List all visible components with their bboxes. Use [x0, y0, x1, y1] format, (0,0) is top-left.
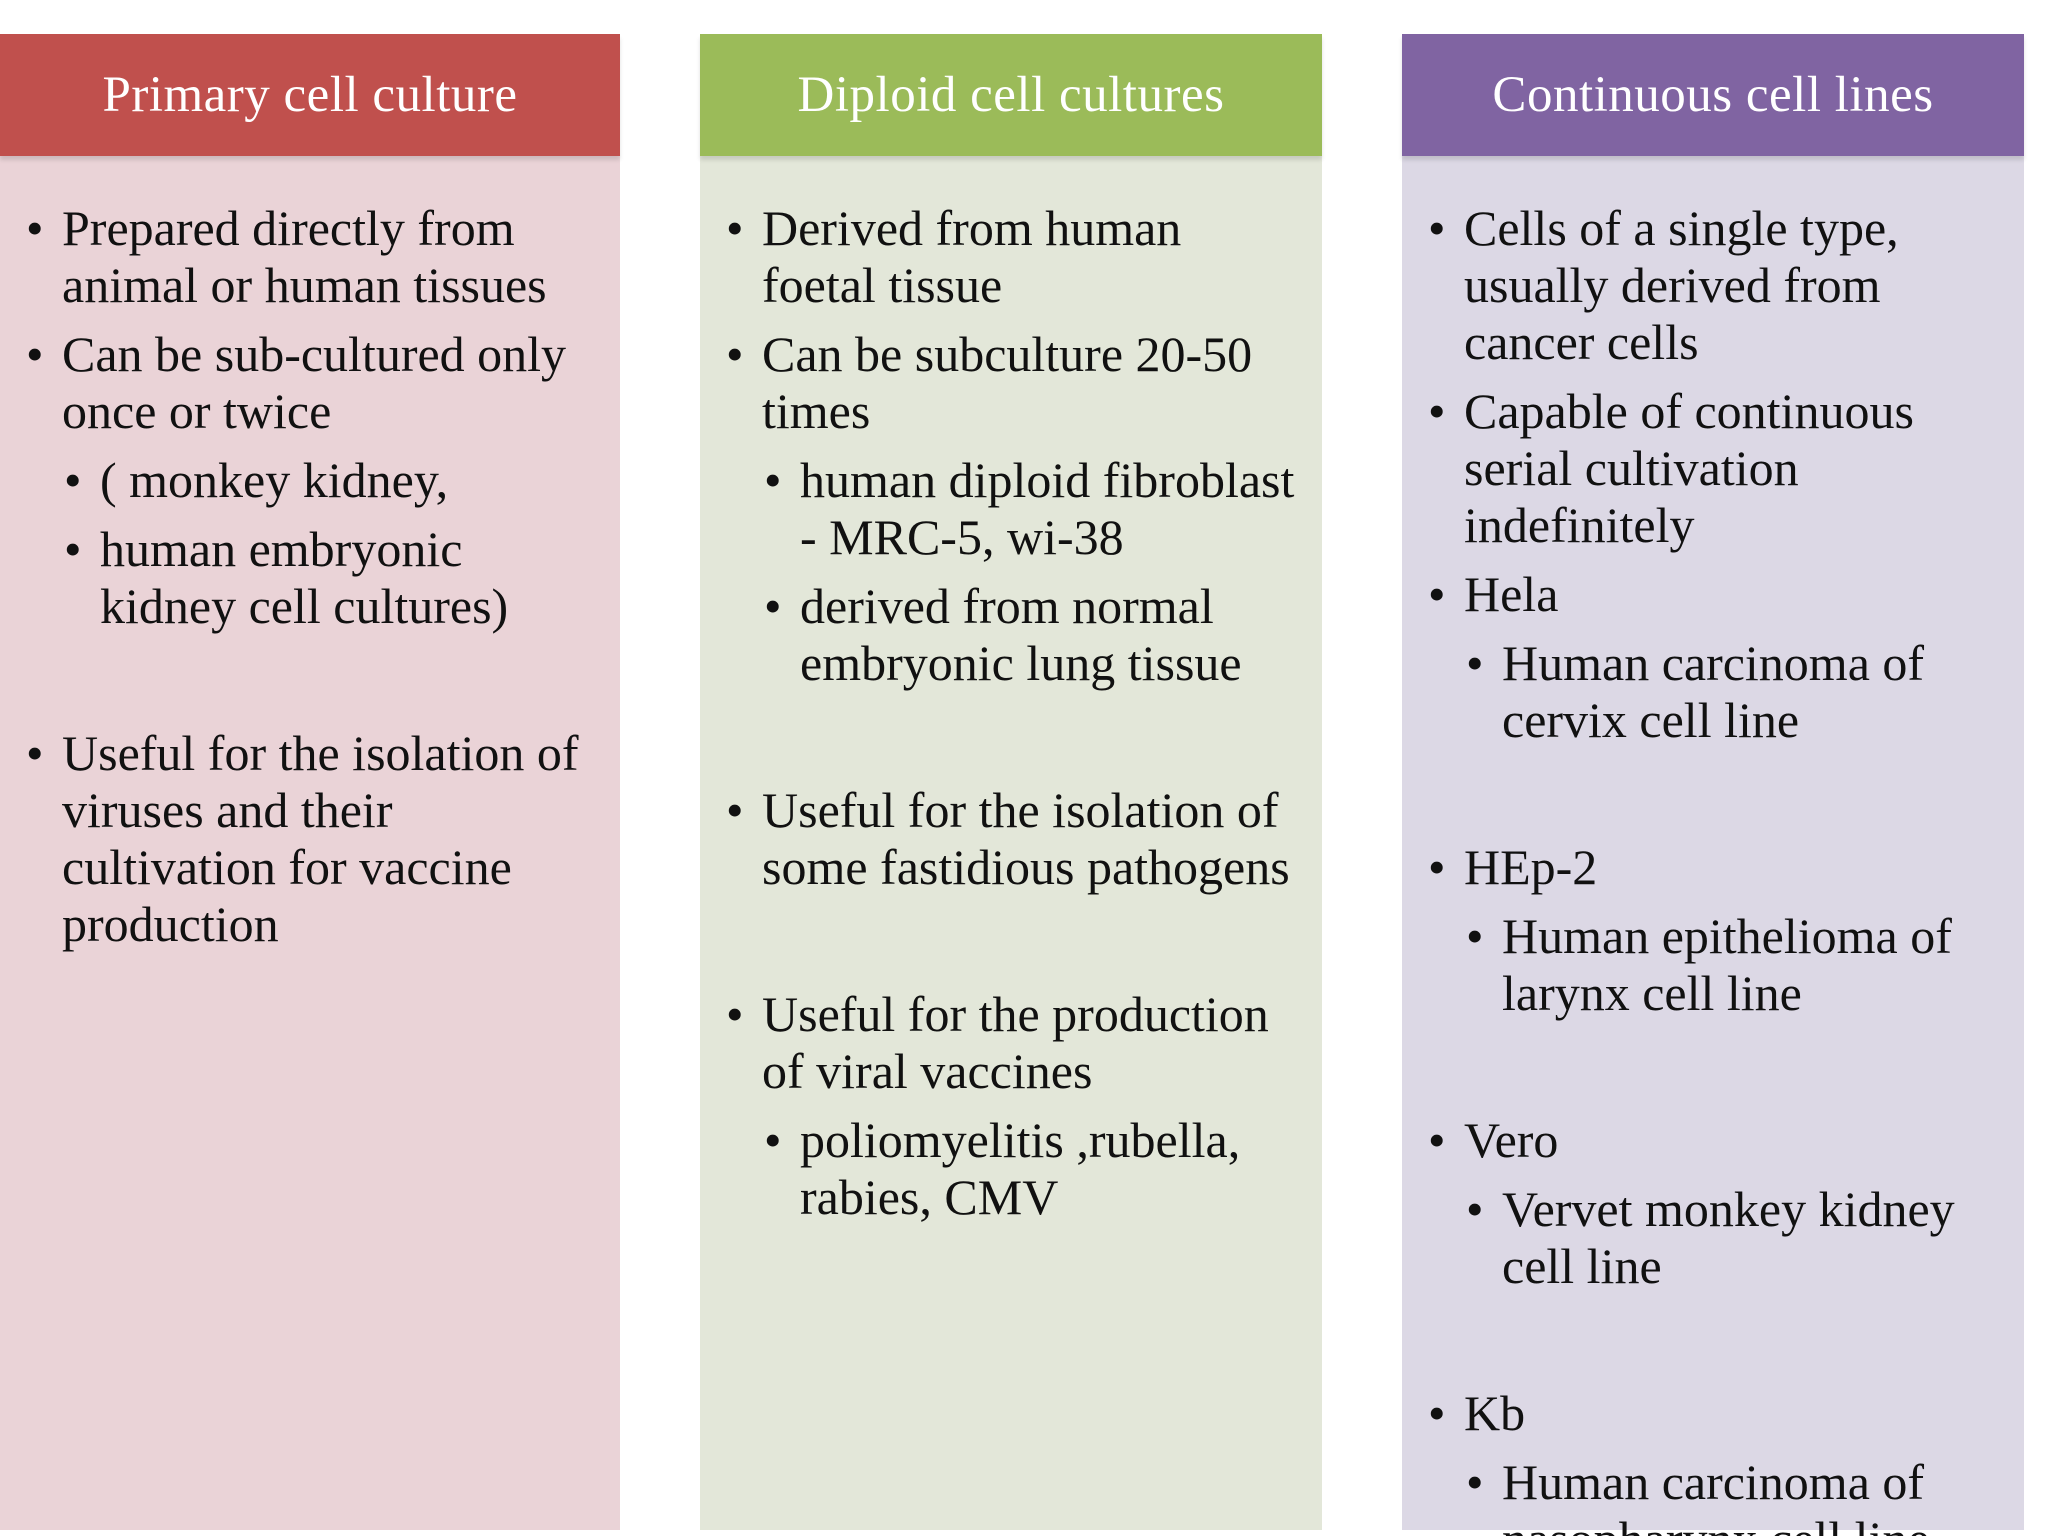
list-item: Can be subculture 20-50 times: [720, 326, 1298, 440]
primary-cell-culture-list: Prepared directly from animal or human t…: [0, 156, 620, 953]
list-item: HEp-2: [1422, 839, 2000, 896]
list-item: Cells of a single type, usually derived …: [1422, 200, 2000, 371]
sub-list-item: derived from normal embryonic lung tissu…: [758, 578, 1298, 692]
sub-list-item: Human carcinoma of nasopharynx cell line: [1460, 1454, 2000, 1536]
sub-list-item: poliomyelitis ,rubella, rabies, CMV: [758, 1112, 1298, 1226]
sub-list-item: Vervet monkey kidney cell line: [1460, 1181, 2000, 1295]
sub-list-item: human diploid fibroblast - MRC-5, wi-38: [758, 452, 1298, 566]
primary-cell-culture-column: Primary cell culture Prepared directly f…: [0, 34, 620, 1530]
list-item: Can be sub-cultured only once or twice: [20, 326, 596, 440]
list-item: Prepared directly from animal or human t…: [20, 200, 596, 314]
diploid-cell-cultures-column: Diploid cell cultures Derived from human…: [700, 34, 1322, 1530]
sub-list-item: Human carcinoma of cervix cell line: [1460, 635, 2000, 749]
list-item: Useful for the production of viral vacci…: [720, 986, 1298, 1100]
diploid-cell-cultures-header: Diploid cell cultures: [700, 34, 1322, 156]
list-item: Derived from human foetal tissue: [720, 200, 1298, 314]
list-item: Vero: [1422, 1112, 2000, 1169]
continuous-cell-lines-column: Continuous cell lines Cells of a single …: [1402, 34, 2024, 1536]
sub-list-item: Human epithelioma of larynx cell line: [1460, 908, 2000, 1022]
primary-cell-culture-header: Primary cell culture: [0, 34, 620, 156]
diploid-cell-cultures-list: Derived from human foetal tissue Can be …: [700, 156, 1322, 1226]
list-item: Hela: [1422, 566, 2000, 623]
list-item: Useful for the isolation of some fastidi…: [720, 782, 1298, 896]
list-item: Kb: [1422, 1385, 2000, 1442]
list-item: Useful for the isolation of viruses and …: [20, 725, 596, 953]
continuous-cell-lines-header: Continuous cell lines: [1402, 34, 2024, 156]
continuous-cell-lines-list: Cells of a single type, usually derived …: [1402, 156, 2024, 1536]
sub-list-item: ( monkey kidney,: [58, 452, 596, 509]
list-item: Capable of continuous serial cultivation…: [1422, 383, 2000, 554]
sub-list-item: human embryonic kidney cell cultures): [58, 521, 596, 635]
